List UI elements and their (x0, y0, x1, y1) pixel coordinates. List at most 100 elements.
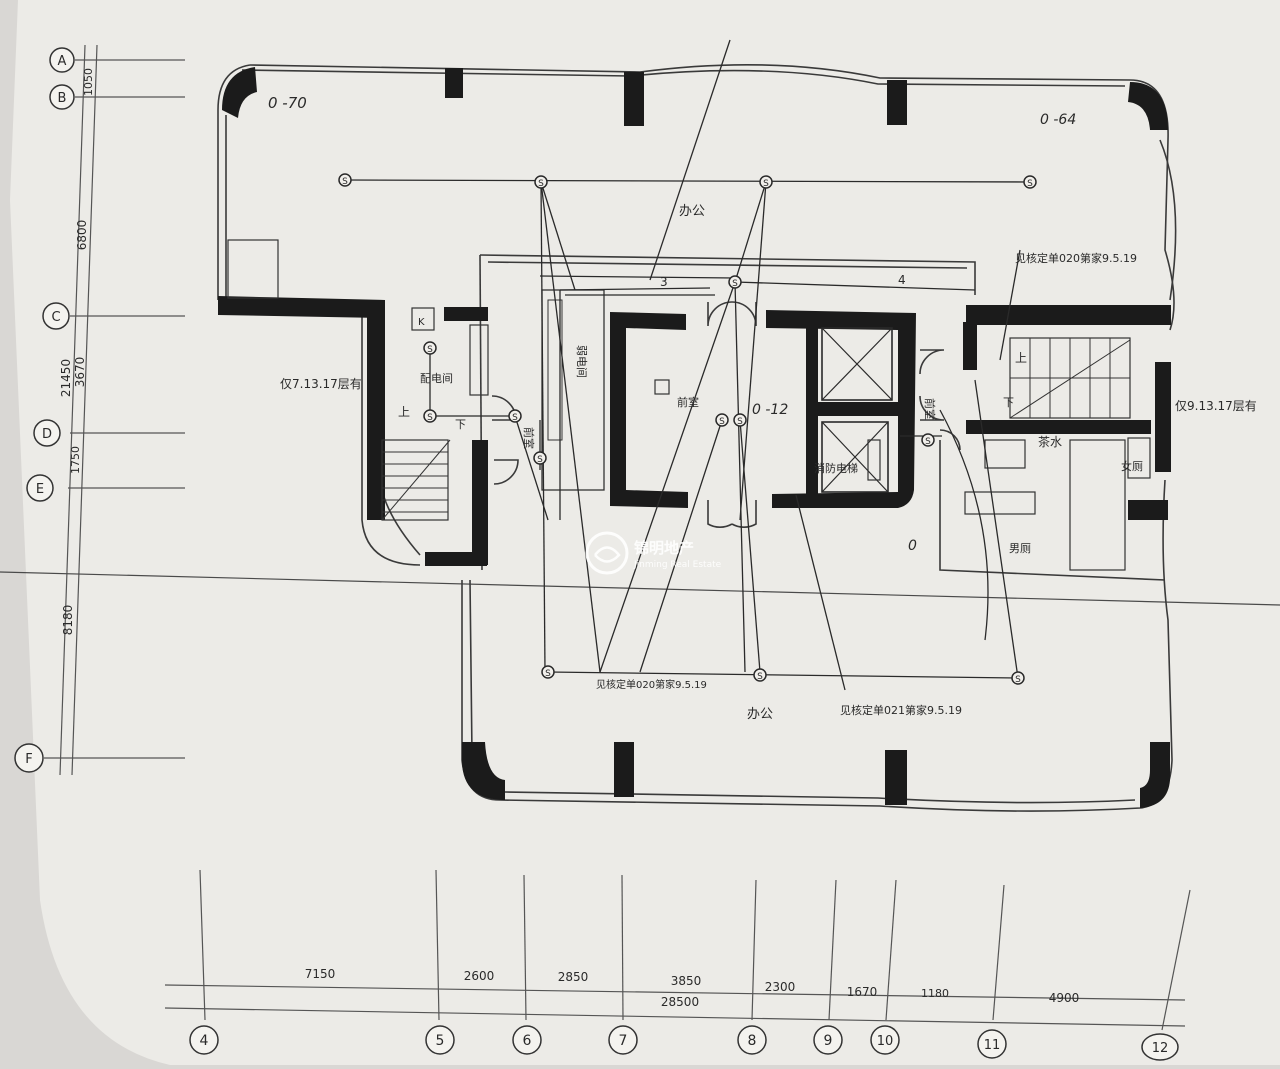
room-label-lobby-center: 前室 (677, 395, 699, 409)
dim-vertical-1750: 1750 (69, 446, 82, 474)
svg-text:S: S (427, 413, 433, 423)
note-ref-bottom-right: 见核定单021第家9.5.19 (840, 703, 962, 717)
note-floors-left: 仅7.13.17层有 (280, 377, 362, 391)
note-ref-bottom-left: 见核定单020第家9.5.19 (596, 678, 707, 691)
grid-row-a: A (49, 47, 75, 73)
mark-4: 4 (898, 273, 906, 287)
watermark-cn: 锦明地产 (634, 539, 694, 557)
sensor-icon: S (1023, 175, 1037, 189)
mark-k: K (418, 317, 425, 328)
walls (218, 67, 1171, 808)
note-ref-top-right: 见核定单020第家9.5.19 (1015, 251, 1137, 265)
svg-text:S: S (763, 179, 769, 189)
svg-text:S: S (545, 669, 551, 679)
grid-col-12: 12 (1141, 1033, 1179, 1061)
elevator-shafts (821, 327, 893, 493)
dim-h-2600: 2600 (464, 969, 495, 983)
grid-col-9: 9 (813, 1025, 843, 1055)
grid-row-label: A (58, 54, 67, 69)
mark-3: 3 (660, 275, 668, 289)
room-label-male-wc: 男厕 (1009, 542, 1031, 555)
grid-row-d: D (33, 419, 61, 447)
sensor-icon: S (423, 341, 437, 355)
dim-vertical-3670: 3670 (73, 357, 87, 388)
room-label-tea: 茶水 (1038, 434, 1062, 449)
watermark: 锦明地产 Jinming Real Estate (585, 531, 722, 575)
grid-col-label: 5 (436, 1033, 445, 1049)
sensor-icon: S (533, 451, 547, 465)
note-hand-lower-right: 0 (908, 538, 917, 554)
stair-up-left: 上 (398, 405, 410, 419)
grid-col-7: 7 (608, 1025, 638, 1055)
dim-h-1670: 1670 (847, 985, 878, 999)
note-hand-top-left: 0 -70 (268, 94, 307, 112)
grid-col-label: 12 (1152, 1041, 1169, 1056)
stair-down-right: 下 (1003, 396, 1014, 409)
svg-text:S: S (537, 455, 543, 465)
sensors: S S S S S S S S S S S S S S S (338, 173, 1037, 685)
room-label-female-wc: 女厕 (1121, 459, 1143, 473)
dim-h-2850: 2850 (558, 970, 589, 984)
dim-h-3850: 3850 (671, 974, 702, 988)
grid-row-label: C (51, 310, 60, 325)
grid-row-label: F (25, 752, 32, 767)
dim-h-4900: 4900 (1049, 991, 1080, 1005)
sensor-icon: S (1011, 671, 1025, 685)
grid-col-8: 8 (737, 1025, 767, 1055)
sensor-icon: S (728, 275, 742, 289)
dim-h-1180: 1180 (921, 987, 949, 1000)
grid-col-label: 6 (523, 1033, 532, 1049)
note-hand-top-right: 0 -64 (1040, 112, 1076, 128)
note-floors-right: 仅9.13.17层有 (1175, 399, 1257, 413)
grid-row-c: C (42, 302, 70, 330)
sensor-icon: S (338, 173, 352, 187)
room-label-office-bottom: 办公 (747, 707, 773, 722)
dim-total: 28500 (661, 995, 699, 1009)
sensor-icon: S (715, 413, 729, 427)
grid-col-11: 11 (977, 1029, 1007, 1059)
grid-col-label: 4 (200, 1033, 209, 1049)
room-label-fire-elevator: 消防电梯 (814, 461, 858, 475)
room-label-power-room: 配电间 (420, 372, 453, 385)
sensor-icon: S (423, 409, 437, 423)
grid-row-label: D (42, 427, 52, 442)
svg-text:S: S (1027, 179, 1033, 189)
sensor-icon: S (733, 413, 747, 427)
vertical-dimension-rail (44, 44, 185, 776)
stair-right (1009, 337, 1131, 419)
sensor-icon: S (541, 665, 555, 679)
svg-text:S: S (719, 417, 725, 427)
svg-text:S: S (427, 345, 433, 355)
sensor-icon: S (534, 175, 548, 189)
dim-h-2300: 2300 (765, 980, 796, 994)
grid-col-label: 8 (748, 1033, 757, 1049)
svg-text:S: S (925, 437, 931, 447)
grid-col-4: 4 (189, 1025, 219, 1055)
room-label-office-top: 办公 (679, 204, 705, 219)
doors (491, 301, 961, 528)
wiring (344, 39, 1031, 691)
grid-col-label: 10 (877, 1034, 894, 1049)
stair-up-right: 上 (1015, 351, 1027, 365)
note-hand-center: 0 -12 (752, 402, 788, 418)
watermark-en: Jinming Real Estate (633, 560, 722, 570)
dim-vertical-1050: 1050 (82, 68, 95, 96)
svg-text:S: S (512, 413, 518, 423)
svg-text:S: S (757, 672, 763, 682)
room-label-lobby-right: 前室 (923, 398, 937, 420)
grid-col-5: 5 (425, 1025, 455, 1055)
dim-vertical-6800: 6800 (75, 220, 89, 251)
svg-text:S: S (538, 179, 544, 189)
grid-col-10: 10 (870, 1025, 900, 1055)
grid-col-label: 7 (619, 1033, 628, 1049)
svg-text:S: S (1015, 675, 1021, 685)
dim-vertical-21450: 21450 (59, 359, 73, 397)
dim-vertical-8180: 8180 (61, 605, 75, 636)
grid-col-6: 6 (512, 1025, 542, 1055)
building-outline (217, 63, 1177, 812)
svg-text:S: S (732, 279, 738, 289)
svg-text:S: S (737, 417, 743, 427)
stair-left (381, 439, 451, 521)
